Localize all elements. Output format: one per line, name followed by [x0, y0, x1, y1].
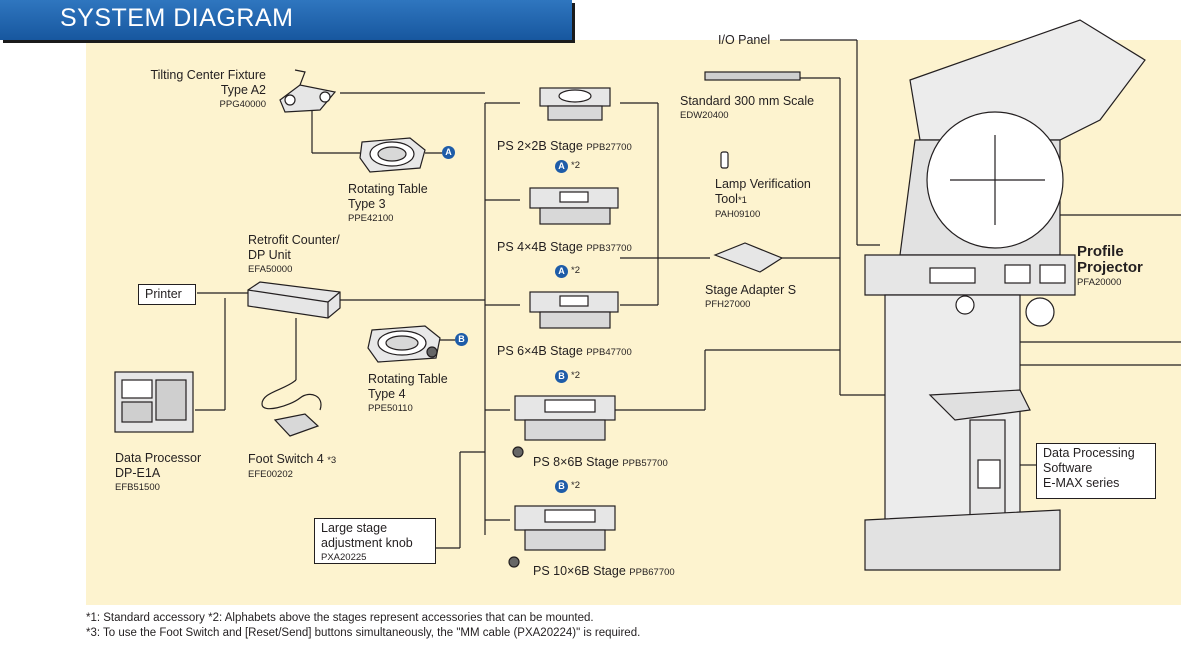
- foot-switch-mark: *3: [327, 455, 337, 466]
- stage-adapter-drawing: [713, 242, 784, 273]
- page-title: SYSTEM DIAGRAM: [60, 4, 294, 32]
- tilting-fixture-drawing: [279, 69, 337, 113]
- ps10x6-label: PS 10×6B Stage PPB67700: [533, 564, 675, 578]
- ps6x4-label: PS 6×4B Stage PPB47700: [497, 344, 632, 358]
- lamp-tool-mark: *1: [737, 195, 747, 206]
- badge-b: B: [455, 333, 468, 346]
- profile-projector-drawing: [864, 19, 1146, 571]
- scale-label: Standard 300 mm Scale EDW20400: [680, 94, 815, 121]
- printer-box: Printer: [138, 284, 196, 305]
- ps4x4-label: PS 4×4B Stage PPB37700: [497, 240, 632, 254]
- rotating-table-4-label: Rotating Table Type 4 PPE50110: [368, 372, 448, 414]
- knob-box: Large stage adjustment knob PXA20225: [314, 518, 436, 564]
- note-mark: *2: [571, 370, 580, 381]
- foot-switch-drawing: [261, 379, 322, 437]
- lamp-tool-drawing: [720, 151, 729, 169]
- note-mark: *2: [571, 160, 580, 171]
- data-processor-label: Data Processor DP-E1A EFB51500: [115, 451, 202, 493]
- badge-a: A: [442, 146, 455, 159]
- io-panel-label: I/O Panel: [718, 33, 771, 47]
- note-mark: *2: [571, 480, 580, 491]
- data-processor-drawing: [114, 371, 194, 433]
- stage-drawings: [508, 87, 619, 568]
- lamp-tool-label: Lamp Verification Tool*1 PAH09100: [715, 177, 811, 220]
- profile-projector-label: Profile Projector PFA20000: [1077, 243, 1143, 289]
- retrofit-counter-label: Retrofit Counter/ DP Unit EFA50000: [248, 233, 340, 275]
- software-box: Data Processing Software E-MAX series: [1036, 443, 1156, 499]
- rotating-table-3-label: Rotating Table Type 3 PPE42100: [348, 182, 428, 224]
- lamp-tool-name2: Tool: [715, 192, 738, 206]
- foot-switch-label: Foot Switch 4 *3 EFE00202: [248, 452, 337, 480]
- tilting-fixture-label: Tilting Center Fixture Type A2 PPG40000: [150, 68, 266, 110]
- rotating-table-4-drawing: [367, 325, 441, 363]
- badge-a: A: [555, 160, 568, 173]
- badge-b: B: [555, 370, 568, 383]
- badge-b: B: [555, 480, 568, 493]
- badge-a: A: [555, 265, 568, 278]
- ps2x2-label: PS 2×2B Stage PPB27700: [497, 139, 632, 153]
- footnote-1: *1: Standard accessory *2: Alphabets abo…: [86, 612, 594, 624]
- ps8x6-label: PS 8×6B Stage PPB57700: [533, 455, 668, 469]
- stage-adapter-label: Stage Adapter S PFH27000: [705, 283, 797, 310]
- title-bar: SYSTEM DIAGRAM: [0, 0, 572, 40]
- rotating-table-3-drawing: [359, 137, 426, 173]
- note-mark: *2: [571, 265, 580, 276]
- retrofit-counter-drawing: [247, 281, 341, 319]
- scale-drawing: [704, 71, 801, 81]
- foot-switch-name: Foot Switch 4: [248, 452, 324, 466]
- connection-lines: [114, 19, 1181, 571]
- footnote-2: *3: To use the Foot Switch and [Reset/Se…: [86, 627, 641, 639]
